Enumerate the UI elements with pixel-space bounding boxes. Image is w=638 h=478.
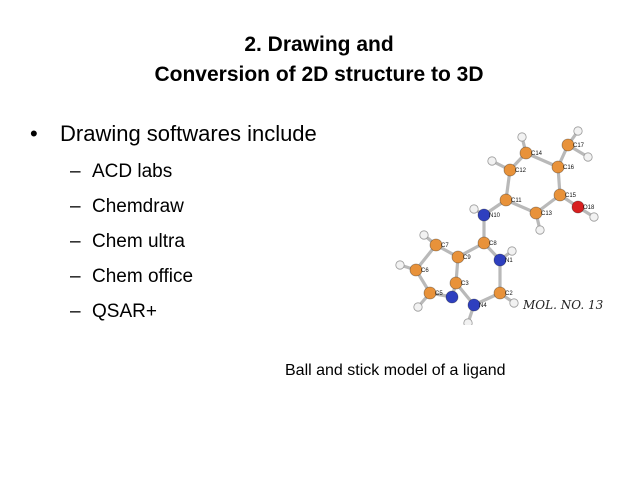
hydrogen-atom bbox=[395, 260, 405, 270]
atom-label: C13 bbox=[541, 211, 553, 217]
carbon-atom bbox=[551, 160, 565, 174]
sub-bullet-item: –QSAR+ bbox=[30, 294, 317, 329]
sub-bullet-text: ACD labs bbox=[92, 161, 173, 182]
nitrogen-atom bbox=[467, 298, 481, 312]
atom-label: N4 bbox=[479, 303, 487, 309]
carbon-atom bbox=[503, 163, 517, 177]
sub-bullet-dash: – bbox=[70, 161, 81, 182]
sub-bullet-item: –ACD labs bbox=[30, 154, 317, 189]
nitrogen-atom bbox=[493, 253, 507, 267]
sub-bullet-list: –ACD labs –Chemdraw –Chem ultra –Chem of… bbox=[30, 154, 317, 329]
carbon-atom bbox=[409, 263, 423, 277]
atom-label: C5 bbox=[435, 291, 443, 297]
carbon-atom bbox=[429, 238, 443, 252]
sub-bullet-item: –Chemdraw bbox=[30, 189, 317, 224]
atom-label: C6 bbox=[421, 268, 429, 274]
atom-label: C8 bbox=[489, 241, 497, 247]
nitrogen-atom bbox=[445, 290, 459, 304]
main-bullet-text: Drawing softwares include bbox=[60, 121, 317, 146]
carbon-atom bbox=[451, 250, 465, 264]
slide-title: 2. Drawing and Conversion of 2D structur… bbox=[0, 30, 638, 90]
hydrogen-atom bbox=[413, 302, 423, 312]
atom-label: N1 bbox=[505, 258, 513, 264]
sub-bullet-dash: – bbox=[70, 196, 81, 217]
atom-label: C2 bbox=[505, 291, 513, 297]
sub-bullet-text: Chem ultra bbox=[92, 231, 185, 252]
hydrogen-atom bbox=[487, 156, 497, 166]
sub-bullet-dash: – bbox=[70, 231, 81, 252]
carbon-atom bbox=[529, 206, 543, 220]
atom-label: C7 bbox=[441, 243, 449, 249]
nitrogen-atom bbox=[477, 208, 491, 222]
hydrogen-atom bbox=[509, 298, 519, 308]
bullet-dot: • bbox=[30, 121, 38, 146]
hydrogen-atom bbox=[583, 152, 593, 162]
hydrogen-atom bbox=[463, 318, 473, 325]
atom-label: C17 bbox=[573, 143, 585, 149]
atom-label: C14 bbox=[531, 151, 543, 157]
hydrogen-atom bbox=[419, 230, 429, 240]
atom-label: C11 bbox=[511, 198, 522, 204]
carbon-atom bbox=[477, 236, 491, 250]
carbon-atom bbox=[561, 138, 575, 152]
atom-label: C9 bbox=[463, 255, 471, 261]
molecule-number-label: MOL. NO. 13 bbox=[522, 298, 604, 312]
title-line-2: Conversion of 2D structure to 3D bbox=[154, 63, 484, 86]
carbon-atom bbox=[519, 146, 533, 160]
carbon-atom bbox=[493, 286, 507, 300]
hydrogen-atom bbox=[535, 225, 545, 235]
hydrogen-atom bbox=[469, 204, 479, 214]
hydrogen-atom bbox=[517, 132, 527, 142]
main-bullet: • Drawing softwares include bbox=[30, 118, 317, 150]
hydrogen-atom bbox=[507, 246, 517, 256]
title-line-1: 2. Drawing and bbox=[244, 33, 394, 56]
atom-label: C3 bbox=[461, 281, 469, 287]
sub-bullet-item: –Chem ultra bbox=[30, 224, 317, 259]
atom-label: O18 bbox=[583, 205, 595, 211]
sub-bullet-dash: – bbox=[70, 301, 81, 322]
carbon-atom bbox=[553, 188, 567, 202]
carbon-atom bbox=[449, 276, 463, 290]
hydrogen-atom bbox=[589, 212, 599, 222]
hydrogen-atom bbox=[573, 126, 583, 136]
atom-label: C15 bbox=[565, 193, 577, 199]
sub-bullet-dash: – bbox=[70, 266, 81, 287]
bullet-list: •Drawing softwares include –ACD labs –Ch… bbox=[30, 118, 317, 329]
atom-label: N10 bbox=[489, 213, 501, 219]
sub-bullet-text: Chem office bbox=[92, 266, 194, 287]
figure-caption: Ball and stick model of a ligand bbox=[285, 362, 506, 379]
carbon-atom bbox=[423, 286, 437, 300]
sub-bullet-item: –Chem office bbox=[30, 259, 317, 294]
sub-bullet-text: Chemdraw bbox=[92, 196, 184, 217]
carbon-atom bbox=[499, 193, 513, 207]
sub-bullet-text: QSAR+ bbox=[92, 301, 157, 322]
oxygen-atom bbox=[571, 200, 585, 214]
atom-label: C16 bbox=[563, 165, 575, 171]
atom-label: C12 bbox=[515, 168, 527, 174]
